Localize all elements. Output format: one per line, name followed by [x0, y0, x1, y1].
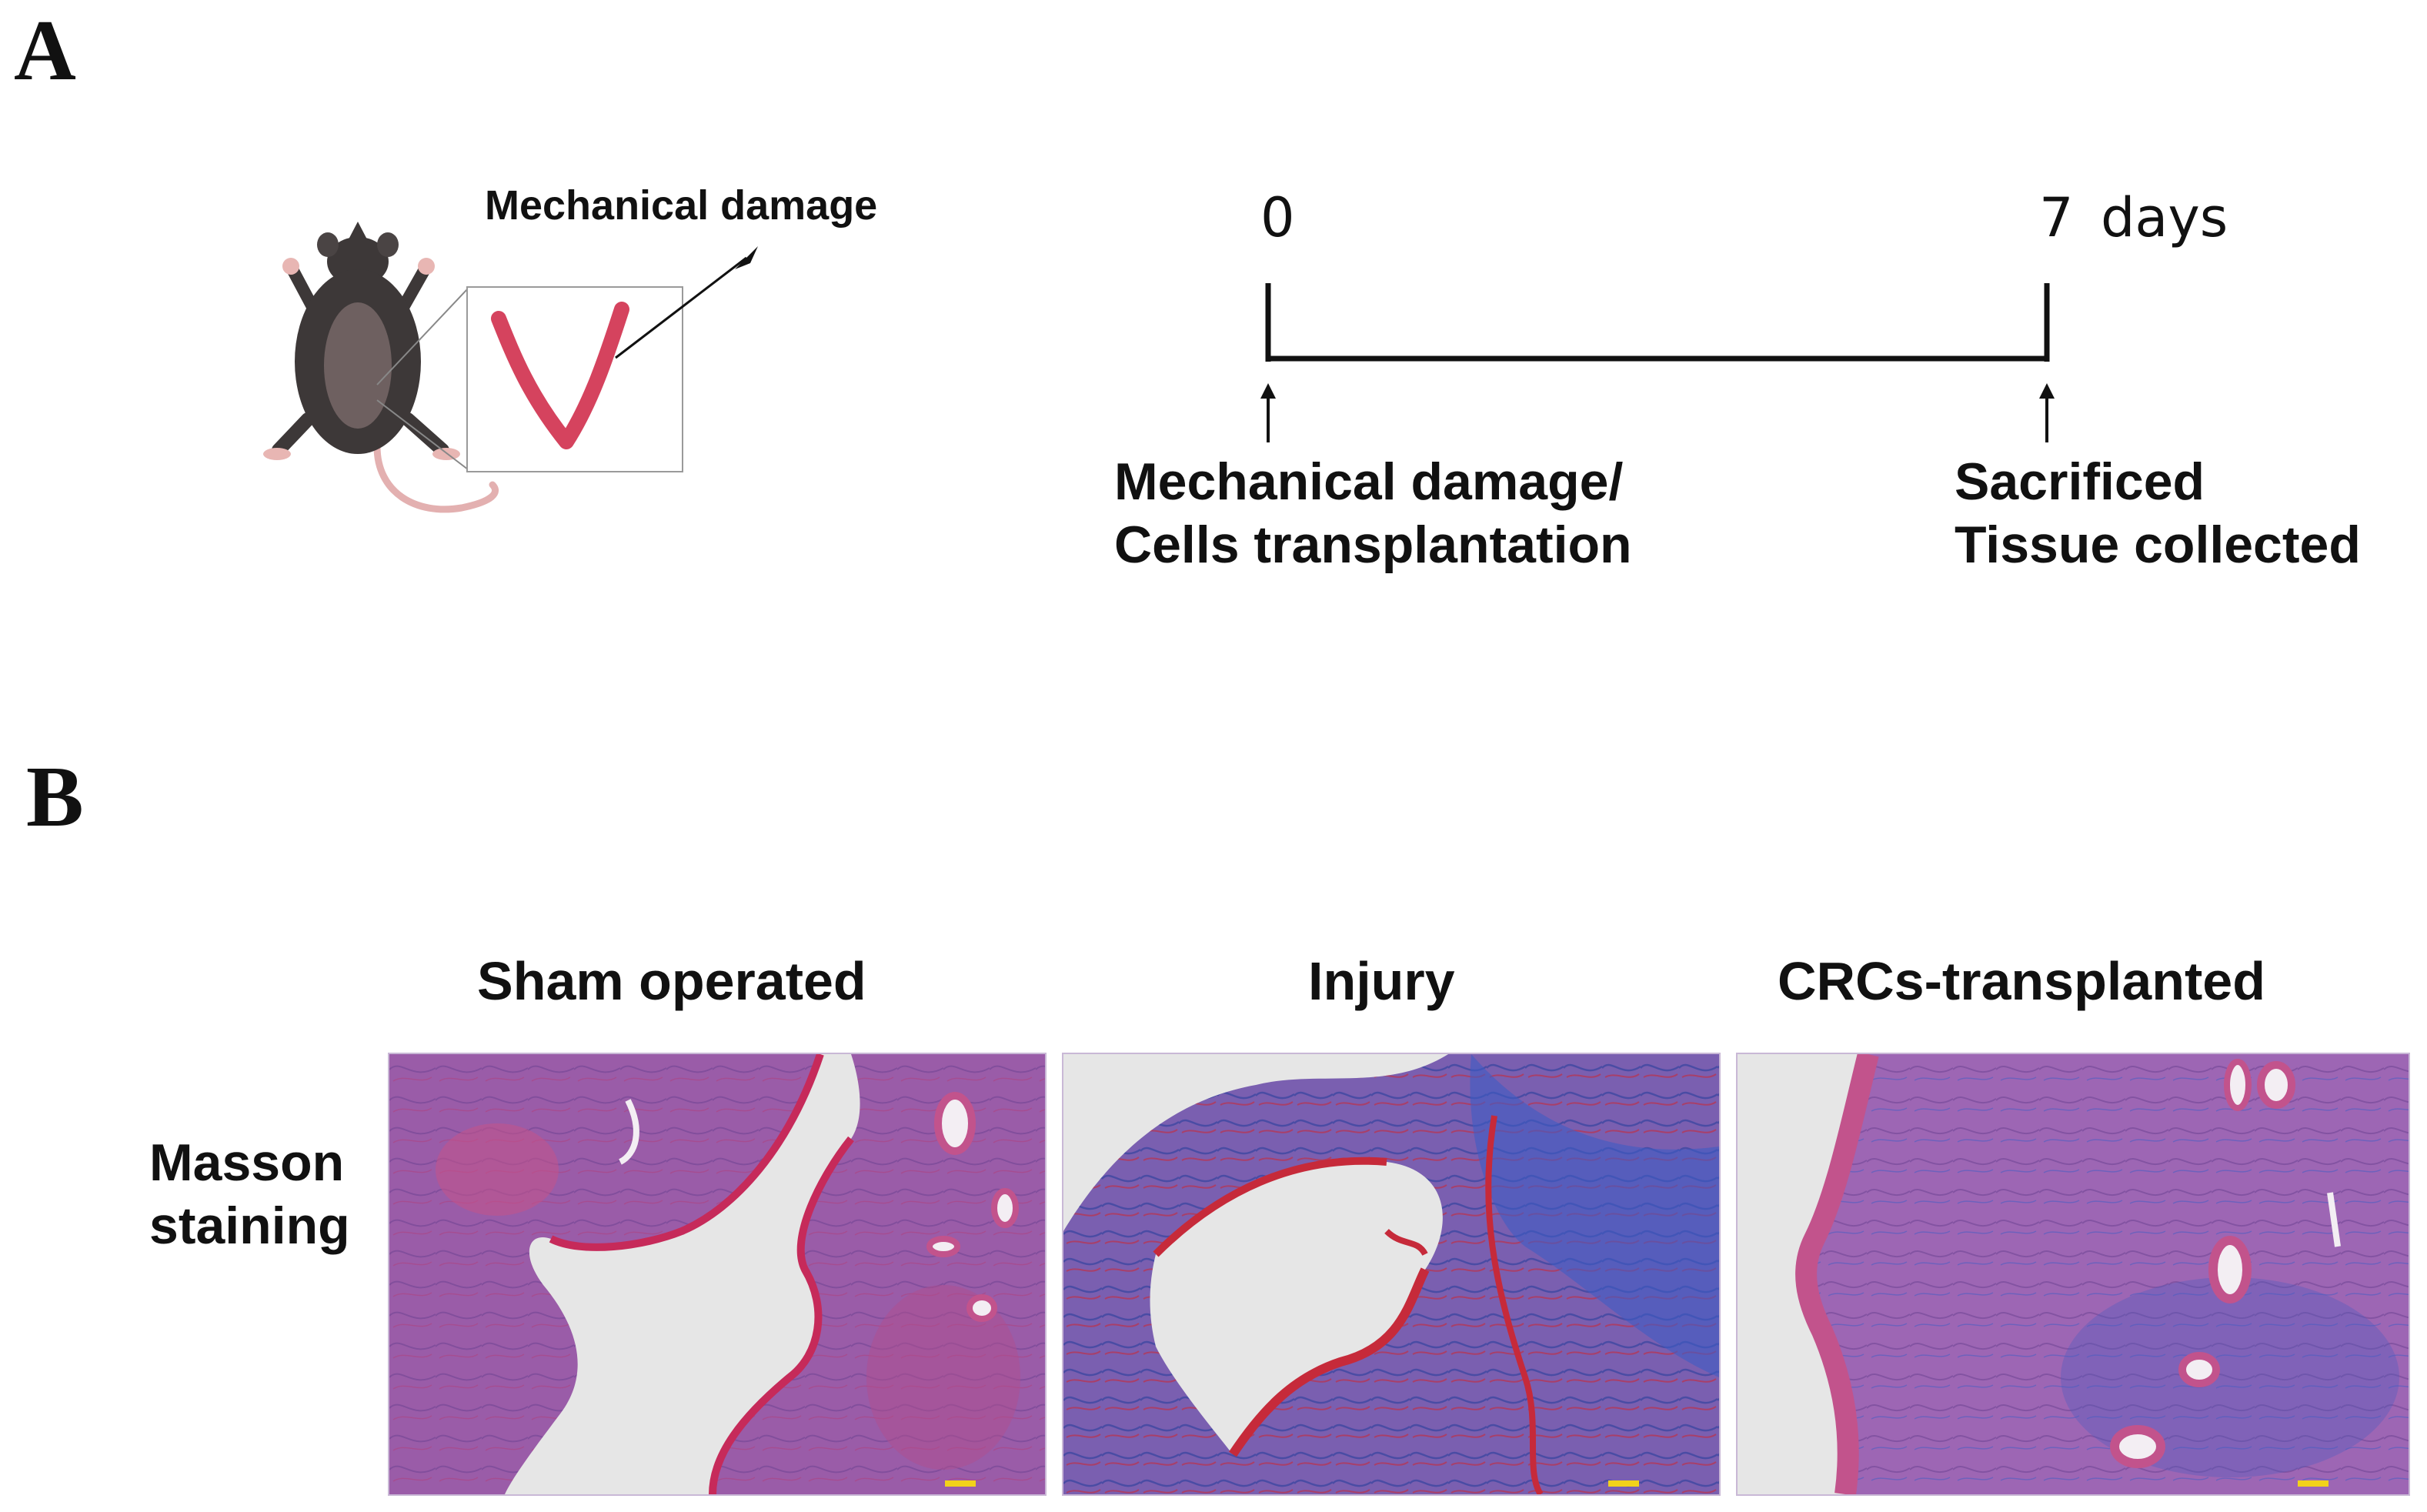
needle-icon [615, 246, 758, 359]
panel-a-letter: A [14, 3, 76, 98]
start-event-line-1: Mechanical damage/ [1114, 452, 1624, 511]
end-event-line-2: Tissue collected [1955, 516, 2361, 574]
timeline-axis [1260, 283, 2055, 442]
panel-b-letter: B [26, 749, 84, 845]
start-event-line-2: Cells transplantation [1114, 516, 1632, 574]
row-label-line-1: Masson [149, 1133, 345, 1192]
start-arrow-icon [1260, 383, 1276, 399]
column-title-crcs: CRCs-transplanted [1778, 951, 2265, 1011]
zoom-lines [376, 288, 469, 470]
vessel-callout-box [466, 286, 683, 472]
vessel-illustration [491, 302, 629, 449]
timeline-end-event: Sacrificed Tissue collected [1955, 450, 2361, 576]
timeline-start-value: 0 [1260, 186, 1295, 249]
row-label-line-2: staining [149, 1197, 350, 1255]
mouse-illustration [263, 222, 499, 513]
micrograph-injury [1062, 1053, 1721, 1496]
timeline-start-event: Mechanical damage/ Cells transplantation [1114, 450, 1632, 576]
micrograph-crcs [1736, 1053, 2410, 1496]
end-event-line-1: Sacrificed [1955, 452, 2205, 511]
column-title-injury: Injury [1308, 951, 1455, 1011]
micrograph-sham [388, 1053, 1047, 1496]
timeline-unit: days [2101, 186, 2228, 249]
row-label: Masson staining [149, 1131, 350, 1257]
callout-label: Mechanical damage [485, 182, 878, 229]
column-title-sham: Sham operated [477, 951, 866, 1011]
timeline-end-value: 7 [2039, 186, 2074, 249]
end-arrow-icon [2039, 383, 2055, 399]
